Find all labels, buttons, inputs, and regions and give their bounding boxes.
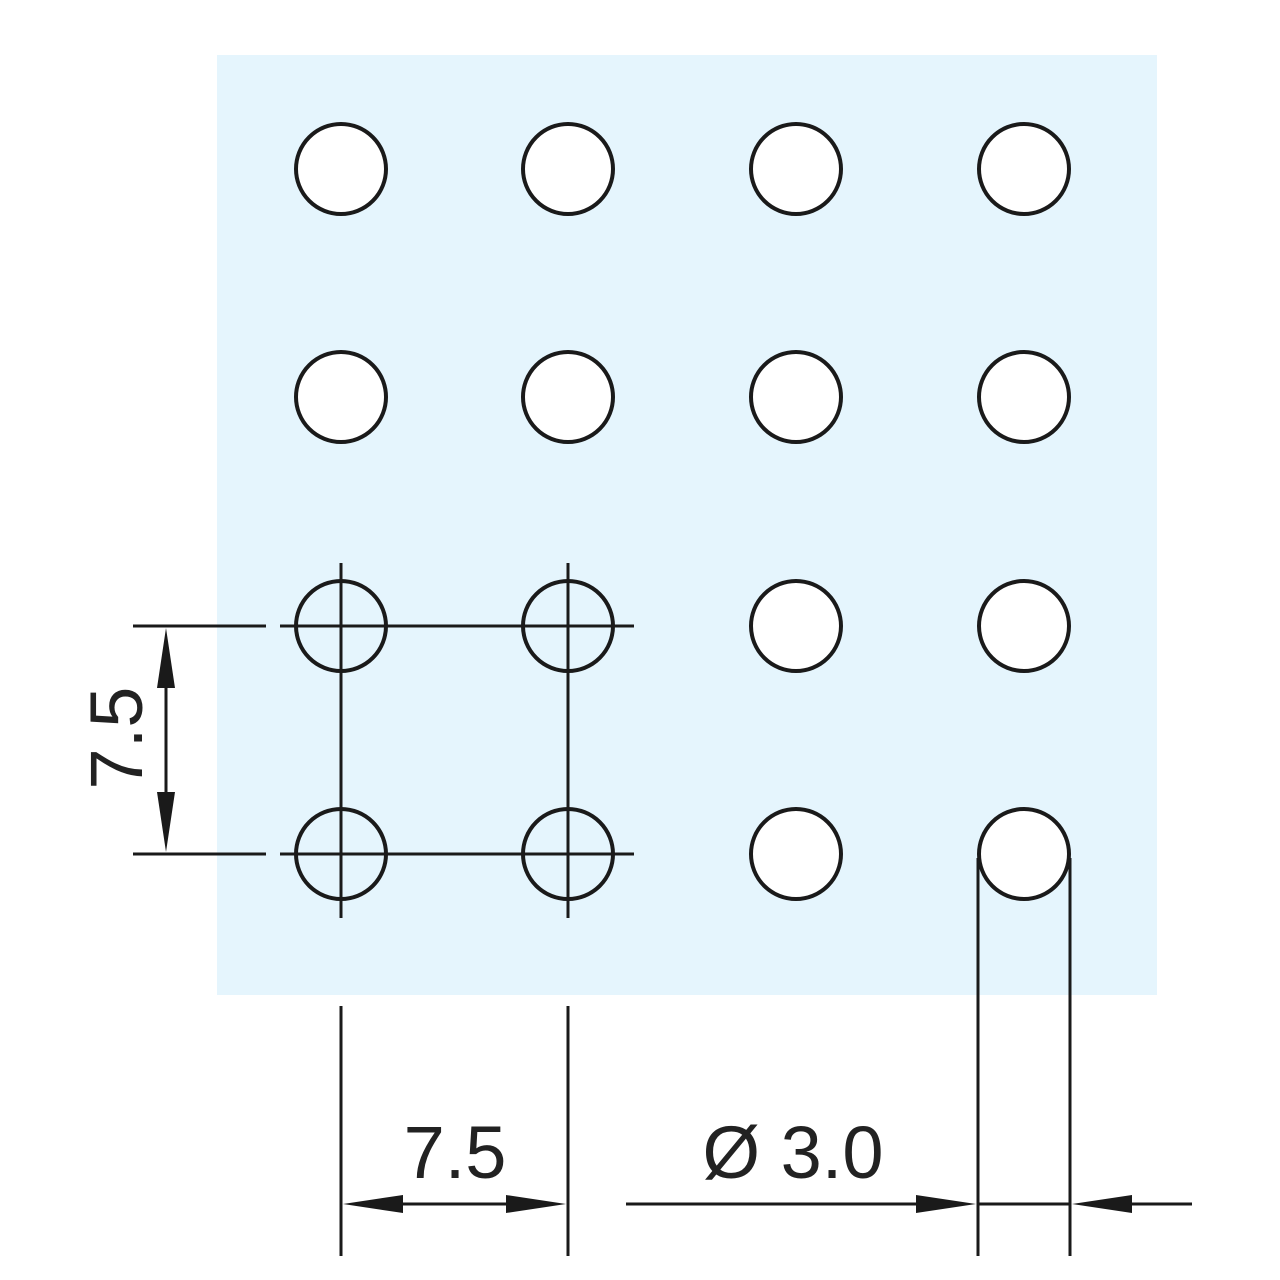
arrow-right-icon	[506, 1195, 566, 1213]
hole	[521, 807, 615, 901]
hole	[977, 122, 1071, 216]
hole	[294, 350, 388, 444]
hole	[294, 122, 388, 216]
hole	[749, 579, 843, 673]
centerlines	[280, 563, 634, 918]
arrow-right-icon	[916, 1195, 976, 1213]
hole	[977, 807, 1071, 901]
vertical-pitch-dimension: 7.5	[75, 624, 266, 856]
hole	[977, 350, 1071, 444]
hole	[521, 122, 615, 216]
hole	[294, 807, 388, 901]
hole	[521, 350, 615, 444]
arrow-down-icon	[157, 792, 175, 852]
arrow-left-icon	[1072, 1195, 1132, 1213]
hole	[294, 579, 388, 673]
arrow-up-icon	[157, 628, 175, 688]
hole	[749, 807, 843, 901]
hole-diameter-label: Ø 3.0	[703, 1111, 884, 1194]
vertical-pitch-label: 7.5	[75, 687, 158, 790]
arrow-left-icon	[343, 1195, 403, 1213]
hole-grid	[294, 122, 1071, 901]
hole-diameter-dimension: Ø 3.0	[626, 858, 1192, 1256]
hole	[977, 579, 1071, 673]
hole	[749, 122, 843, 216]
horizontal-pitch-label: 7.5	[404, 1111, 507, 1194]
hole	[749, 350, 843, 444]
hole	[521, 579, 615, 673]
horizontal-pitch-dimension: 7.5	[339, 1006, 570, 1256]
